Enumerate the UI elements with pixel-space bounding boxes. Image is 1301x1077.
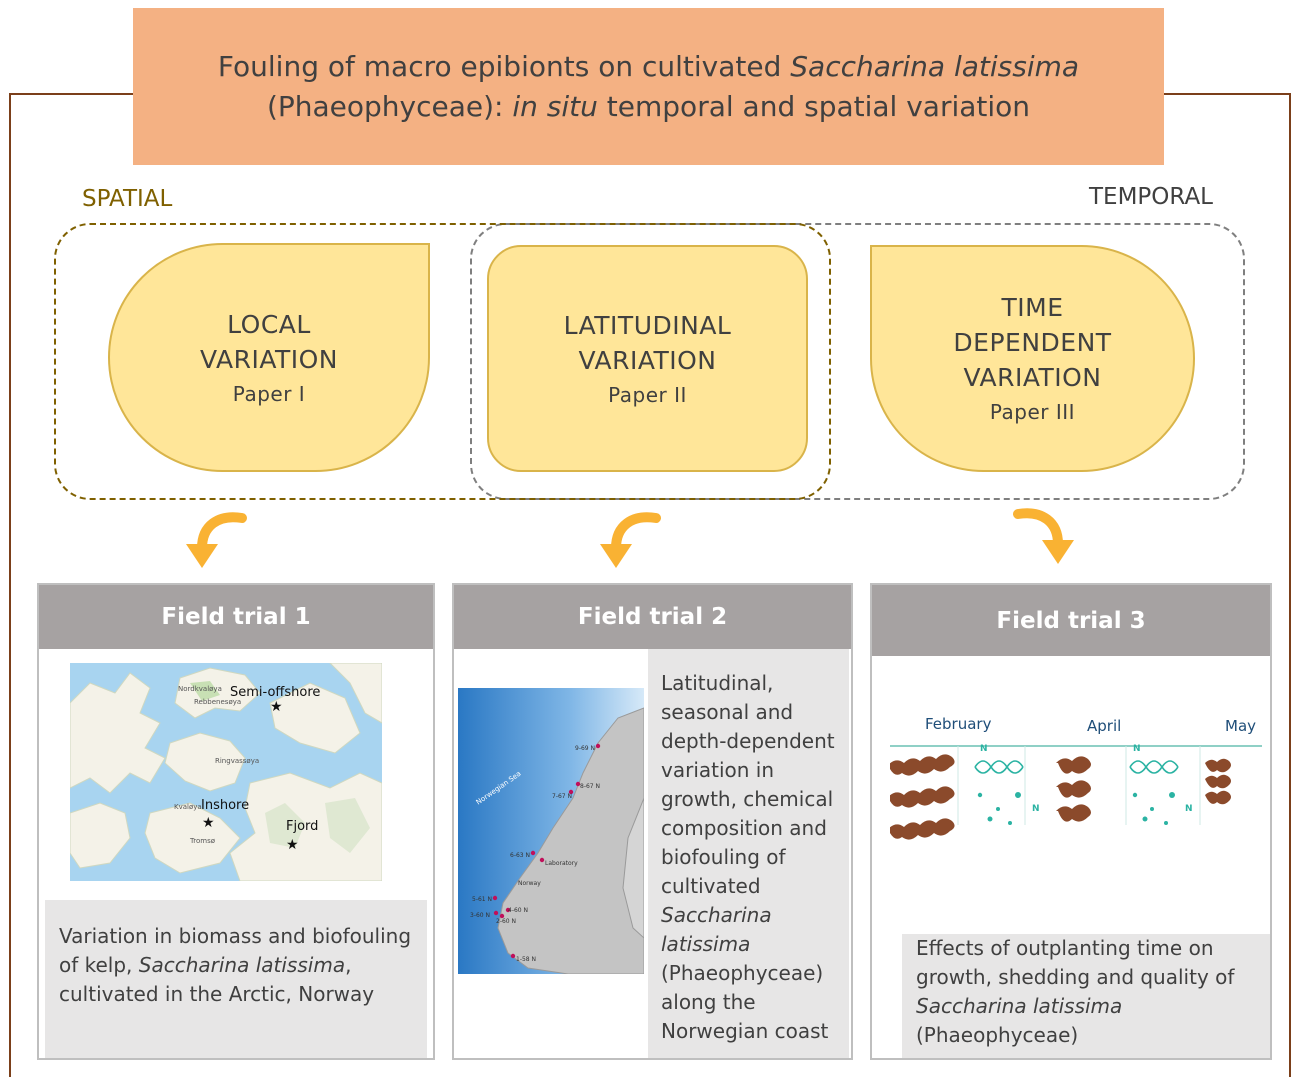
ft2-text-b: (Phaeophyceae) along the Norwegian coast xyxy=(661,961,829,1043)
nutrient-label-2a: N xyxy=(1133,744,1141,754)
title-species: Saccharina latissima xyxy=(790,49,1080,83)
map-label-site-8: 8-67 N xyxy=(580,783,600,790)
petal-1-paper: Paper I xyxy=(232,381,306,406)
petal-3-line-3: VARIATION xyxy=(963,363,1102,392)
map-label-site-7: 7-67 N xyxy=(552,793,572,800)
map-label-site-9: 9-69 N xyxy=(575,745,595,752)
curved-arrow-icon-1 xyxy=(186,512,247,568)
map-label-laboratory: Laboratory xyxy=(545,860,578,867)
petal-2-paper: Paper II xyxy=(608,382,687,407)
nutrient-label-2b: N xyxy=(1185,804,1193,814)
map-label-site-3: 3-60 N xyxy=(470,912,490,919)
tromso-map: Nordkvaløya Rebbenesøya Ringvassøya Kval… xyxy=(70,663,382,881)
frame-right-border xyxy=(1289,93,1291,1077)
month-may: May xyxy=(1225,717,1256,735)
map-label-site-5: 5-61 N xyxy=(472,896,492,903)
map-label-inshore: Inshore xyxy=(201,798,249,813)
field-trial-3-description: Effects of outplanting time on growth, s… xyxy=(902,934,1270,1058)
inshore-star-icon: ★ xyxy=(202,815,215,831)
frame-top-right-border xyxy=(1163,93,1291,95)
frame-top-left-border xyxy=(9,93,134,95)
field-trial-1-card: Field trial 1 Nordkvaløya Rebbenesøya Ri… xyxy=(37,583,435,1060)
nutrient-label-1a: N xyxy=(980,744,988,754)
spatial-label: SPATIAL xyxy=(82,186,173,212)
title-line-1: Fouling of macro epibionts on cultivated… xyxy=(218,47,1079,87)
field-trial-2-card: Field trial 2 Norwegian Sea 9-69 N 8-67 … xyxy=(452,583,853,1060)
title-line-2-text-a: (Phaeophyceae): xyxy=(266,89,513,123)
kelp-icons-april xyxy=(1056,756,1091,822)
map-label-nordkvaloya: Nordkvaløya xyxy=(178,685,222,693)
ft1-text-species: Saccharina latissima xyxy=(138,953,346,977)
petal-3-line-2: DEPENDENT xyxy=(953,328,1112,357)
map-label-norway: Norway xyxy=(518,880,541,887)
petal-3-line-1: TIME xyxy=(1001,293,1064,322)
outplanting-timeline-graphic: February April May xyxy=(890,715,1262,840)
map-label-kvaloya: Kvaløya xyxy=(174,803,202,811)
field-trial-3-header: Field trial 3 xyxy=(872,585,1270,656)
title-line-2-text-b: temporal and spatial variation xyxy=(597,89,1031,123)
field-trial-2-description: Latitudinal, seasonal and depth-dependen… xyxy=(648,649,849,1058)
temporal-label: TEMPORAL xyxy=(1089,184,1213,210)
map-label-site-4: 4-60 N xyxy=(508,907,528,914)
map-label-ringvassoya: Ringvassøya xyxy=(215,757,259,765)
ft1-text-a: Variation in biomass and biofouling of k… xyxy=(59,924,412,977)
latitudinal-variation-shape: LATITUDINAL VARIATION Paper II xyxy=(487,245,808,472)
title-box: Fouling of macro epibionts on cultivated… xyxy=(133,8,1164,165)
map-label-site-2: 2-60 N xyxy=(496,918,516,925)
map-label-semi-offshore: Semi-offshore xyxy=(230,685,320,700)
map-label-site-6: 6-63 N xyxy=(510,852,530,859)
title-line-2: (Phaeophyceae): in situ temporal and spa… xyxy=(267,87,1030,127)
ft3-text-species: Saccharina latissima xyxy=(916,994,1123,1018)
ft2-text-a: Latitudinal, seasonal and depth-dependen… xyxy=(661,671,835,898)
nutrient-wave-icon-2 xyxy=(1129,760,1179,774)
nutrient-wave-icon-1 xyxy=(974,760,1024,774)
fjord-star-icon: ★ xyxy=(286,837,299,853)
ft3-text-a: Effects of outplanting time on growth, s… xyxy=(916,936,1235,989)
curved-arrow-icon-3 xyxy=(1013,508,1074,564)
ft1-text-b: , cultivated in the Arctic, Norway xyxy=(59,953,375,1006)
temporal-group-outline xyxy=(470,223,1245,500)
kelp-icons-february xyxy=(890,754,955,840)
norway-map: Norwegian Sea 9-69 N 8-67 N 7-67 N 6-63 … xyxy=(458,688,644,974)
field-trial-3-card: Field trial 3 February April May xyxy=(870,583,1272,1060)
spatial-group-outline xyxy=(54,223,831,500)
kelp-icons-may xyxy=(1205,758,1231,805)
map-label-tromso: Tromsø xyxy=(189,837,216,845)
petal-2-line-2: VARIATION xyxy=(578,345,717,375)
month-april: April xyxy=(1087,717,1121,735)
petal-2-line-1: LATITUDINAL xyxy=(563,310,732,340)
field-trial-2-header: Field trial 2 xyxy=(454,585,851,649)
title-in-situ: in situ xyxy=(512,89,598,123)
semi-offshore-star-icon: ★ xyxy=(270,699,283,715)
ft3-text-b: (Phaeophyceae) xyxy=(916,1023,1079,1047)
map-label-rebbenesoya: Rebbenesøya xyxy=(194,698,241,706)
frame-left-border xyxy=(9,93,11,1077)
petal-1-line-2: VARIATION xyxy=(199,344,339,374)
ft2-text-species: Saccharina latissima xyxy=(661,903,772,956)
nutrient-dots-1 xyxy=(977,792,1021,825)
nutrient-dots-2 xyxy=(1132,792,1175,825)
nutrient-label-1b: N xyxy=(1032,804,1040,814)
local-variation-shape: LOCAL VARIATION Paper I xyxy=(108,243,430,472)
field-trial-1-header: Field trial 1 xyxy=(39,585,433,649)
month-february: February xyxy=(925,715,992,733)
petal-1-line-1: LOCAL xyxy=(227,309,311,339)
field-trial-1-description: Variation in biomass and biofouling of k… xyxy=(45,900,427,1058)
title-line-1-text: Fouling of macro epibionts on cultivated xyxy=(217,49,791,83)
map-label-fjord: Fjord xyxy=(286,819,318,834)
curved-arrow-icon-2 xyxy=(600,512,661,568)
petal-3-paper: Paper III xyxy=(989,400,1076,424)
map-label-site-1: 1-58 N xyxy=(516,956,536,963)
time-dependent-variation-shape: TIME DEPENDENT VARIATION Paper III xyxy=(870,245,1195,472)
